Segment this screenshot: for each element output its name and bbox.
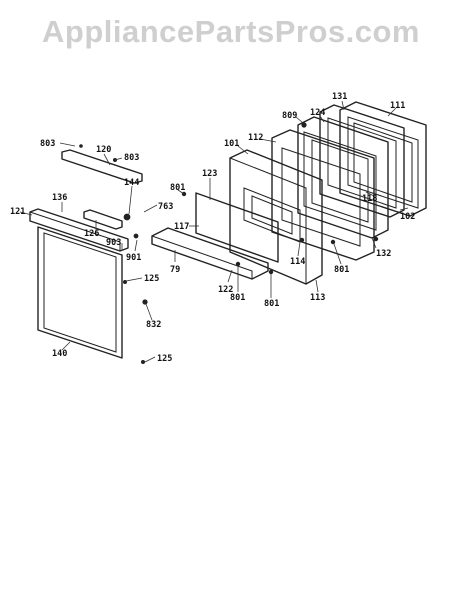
callout-801-top: 801 [170,183,185,193]
inner-glass-124 [297,116,389,239]
callout-803-right: 803 [124,153,139,163]
leader-lines [19,100,409,363]
glass-frame-112 [271,129,375,261]
callout-113: 113 [310,293,325,303]
handle-trim-136 [29,208,129,252]
callout-801-lower: 801 [264,299,279,309]
callout-101: 101 [224,139,239,149]
callout-labels: 803 120 803 144 136 121 126 903 901 125 … [10,92,415,364]
callout-102: 102 [400,212,415,222]
callout-79: 79 [170,265,180,275]
handle-insert-126 [83,209,123,230]
callout-126: 126 [84,229,99,239]
callout-903: 903 [106,238,121,248]
glass-panel-111 [339,101,427,217]
callout-801-right: 801 [334,265,349,275]
callout-131: 131 [332,92,347,102]
callout-121: 121 [10,207,25,217]
inner-liner-123 [195,192,279,263]
callout-140: 140 [52,349,67,359]
callout-120: 120 [96,145,111,155]
callout-132: 132 [376,249,391,259]
callout-124: 124 [310,108,325,118]
glass-retainer-131 [319,104,405,218]
small-fasteners [79,144,148,364]
callout-832: 832 [146,320,161,330]
callout-125-lower: 125 [157,354,172,364]
callout-901-left: 901 [126,253,141,263]
callout-117: 117 [174,222,189,232]
handle-bar-120 [61,149,143,184]
callout-118: 118 [362,194,377,204]
door-outer-glass-140 [37,226,123,359]
callout-114: 114 [290,257,305,267]
callout-136: 136 [52,193,67,203]
callout-112: 112 [248,133,263,143]
callout-763: 763 [158,202,173,212]
callout-144: 144 [124,178,139,188]
callout-123: 123 [202,169,217,179]
callout-801-mid: 801 [230,293,245,303]
callout-125-upper: 125 [144,274,159,284]
callout-122: 122 [218,285,233,295]
fasteners-right [181,122,379,275]
callout-803-top: 803 [40,139,55,149]
callout-809: 809 [282,111,297,121]
vent-panel-79 [151,227,269,280]
watermark-logo: AppliancePartsPros.com [42,14,420,49]
callout-111: 111 [390,101,405,111]
